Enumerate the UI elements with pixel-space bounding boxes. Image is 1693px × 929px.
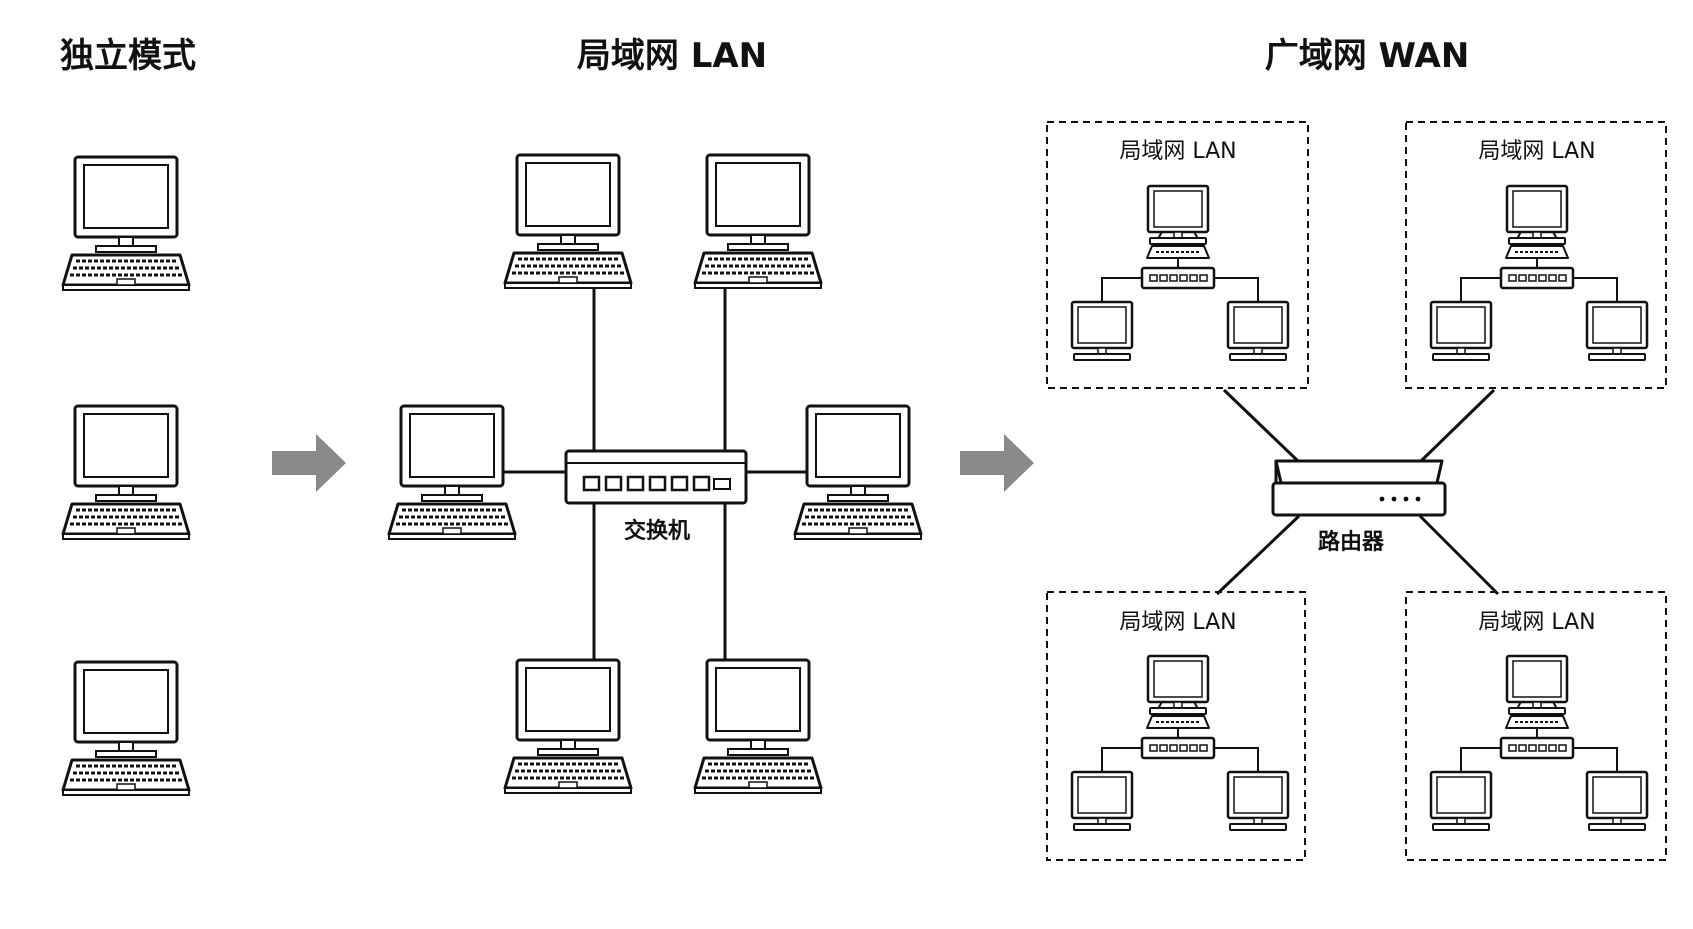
router-icon (1271, 459, 1447, 517)
computer-icon (387, 404, 517, 541)
wan-lan-label: 局域网 LAN (1478, 610, 1595, 635)
router-label: 路由器 (1318, 529, 1385, 555)
arrow-right-icon (272, 434, 346, 492)
computer-icon (61, 660, 191, 797)
standalone-group (61, 155, 191, 797)
computer-icon (793, 404, 923, 541)
computer-icon (61, 155, 191, 292)
wan-lan-box: 局域网 LAN (1046, 121, 1309, 389)
lan-group: 交换机 (387, 153, 923, 795)
wan-lan-label: 局域网 LAN (1119, 610, 1236, 635)
wan-group: 局域网 LAN 局域网 LAN 局域网 LAN 局域网 LAN (1046, 121, 1667, 861)
standalone-title: 独立模式 (60, 36, 196, 76)
wan-lan-box: 局域网 LAN (1046, 591, 1306, 861)
switch-icon (564, 449, 748, 505)
wan-title: 广域网 WAN (1265, 36, 1470, 76)
lan-title: 局域网 LAN (577, 36, 767, 76)
computer-icon (503, 658, 633, 795)
arrow-right-icon (960, 434, 1034, 492)
computer-icon (61, 404, 191, 541)
switch-label: 交换机 (624, 518, 690, 544)
computer-icon (693, 153, 823, 290)
wan-lan-box: 局域网 LAN (1405, 121, 1667, 389)
wan-lan-label: 局域网 LAN (1119, 139, 1236, 164)
wan-lan-box: 局域网 LAN (1405, 591, 1667, 861)
computer-icon (693, 658, 823, 795)
computer-icon (503, 153, 633, 290)
wan-lan-label: 局域网 LAN (1478, 139, 1595, 164)
